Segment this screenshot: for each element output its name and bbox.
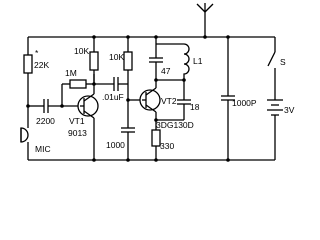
label-3dg130d: 3DG130D — [156, 120, 194, 130]
transistor-vt1 — [77, 95, 99, 117]
label-9013: 9013 — [68, 128, 87, 138]
transistor-vt2 — [139, 89, 161, 111]
label-vt2: VT2 — [161, 96, 177, 106]
antenna-icon — [196, 3, 206, 13]
label-22k: 22K — [34, 60, 49, 70]
label-2200: 2200 — [36, 116, 55, 126]
label-3v: 3V — [284, 105, 295, 115]
label-l1: L1 — [193, 56, 203, 66]
label-47: 47 — [161, 66, 171, 76]
label-vt1: VT1 — [69, 116, 85, 126]
schematic: * 22K 1M 10K 10K 2200 .01uF 1000 47 18 1… — [20, 3, 295, 162]
label-10k-1: 10K — [74, 46, 89, 56]
label-1000p: 1000P — [232, 98, 257, 108]
resistor-10k-2 — [123, 51, 133, 71]
label-star: * — [35, 48, 39, 58]
resistor-22k — [23, 54, 33, 74]
label-18: 18 — [190, 102, 200, 112]
switch-s — [267, 51, 276, 67]
label-330: 330 — [160, 141, 174, 151]
inductor-l1 — [183, 43, 190, 80]
resistor-1m — [69, 79, 87, 89]
label-01uf: .01uF — [102, 92, 124, 102]
circuit-diagram: * 22K 1M 10K 10K 2200 .01uF 1000 47 18 1… — [20, 3, 295, 162]
label-s: S — [280, 57, 286, 67]
label-1m: 1M — [65, 68, 77, 78]
microphone-icon — [20, 127, 29, 143]
label-10k-2: 10K — [109, 52, 124, 62]
resistor-330 — [151, 129, 161, 147]
resistor-10k-1 — [89, 51, 99, 71]
label-1000: 1000 — [106, 140, 125, 150]
label-mic: MIC — [35, 144, 51, 154]
